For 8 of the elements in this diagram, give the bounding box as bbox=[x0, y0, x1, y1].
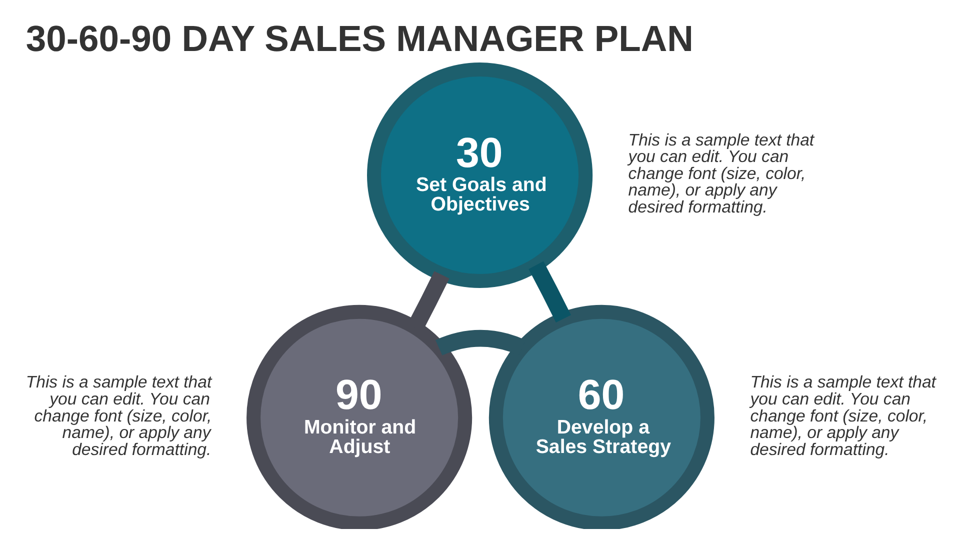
node-circle: 60 Develop a Sales Strategy bbox=[488, 304, 714, 528]
node-label: This is a sample text that you can edit. You can change font (size, color, name), or apply any desired formatting. bbox=[750, 372, 936, 458]
node-circle: 90 Monitor and Adjust bbox=[246, 304, 472, 528]
connector bbox=[435, 329, 525, 355]
node-circle: 30 Set Goals and Objectives bbox=[366, 62, 592, 288]
node-label: This is a sample text that you can edit. You can change font (size, color, name), or apply any desired formatting. bbox=[25, 372, 212, 458]
diagram-title: 30-60-90 DAY SALES MANAGER PLAN bbox=[25, 17, 693, 58]
node-label: This is a sample text that you can edit. You can change font (size, color, name), or apply any desired formatting. bbox=[628, 130, 814, 216]
